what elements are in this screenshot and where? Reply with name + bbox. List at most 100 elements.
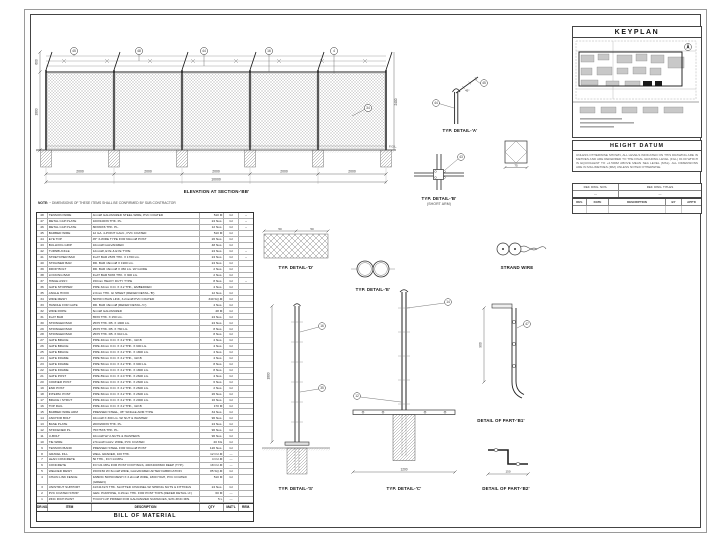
bom-cell-mat: GI <box>224 248 239 254</box>
bom-cell-desc: RD. BAR 16mmØ (REFER DETAIL-'C') <box>92 302 200 308</box>
bom-cell-no: 11 <box>37 433 48 439</box>
ref-header-row: REF. DWG. NOS. REF. DWG. TITLES <box>573 184 701 191</box>
bom-cell-no: 41 <box>37 254 48 260</box>
bom-cell-item: CONCRETE <box>48 463 92 468</box>
bom-cell-item: BARBED WIRE <box>48 230 92 236</box>
bom-cell-item: TENSION BAND <box>48 445 92 451</box>
bom-cell-rem <box>239 237 253 242</box>
bom-cell-qty: 34 Nos. <box>200 409 224 415</box>
dim-panel: 2000 <box>280 170 288 174</box>
bom-cell-qty: 8 Nos. <box>200 326 224 332</box>
table-row: 43 BULLDOG GRIP 10mmØ GALVANIZED 48 Nos.… <box>37 242 253 249</box>
bom-cell-rem <box>239 463 253 468</box>
bom-cell-rem <box>239 409 253 414</box>
bom-cell-rem <box>239 290 253 295</box>
bom-cell-mat: GI <box>224 474 239 485</box>
bom-cell-desc: 2.5mmØ GALV. WIRE, PVC COATED <box>92 439 200 445</box>
bom-cell-desc: 200X200X9 THK. PL. <box>92 421 200 427</box>
bom-cell-qty: 60 M <box>200 491 224 496</box>
bom-cell-item: BASE PLATE <box>48 421 92 427</box>
bom-cell-mat: GI <box>224 373 239 379</box>
bom-cell-no: 13 <box>37 421 48 427</box>
bom-cell-item: METAL CAP PLATE <box>48 224 92 230</box>
svg-text:50: 50 <box>310 227 314 231</box>
bom-cell-rem <box>239 404 253 409</box>
bom-cell-desc: GEN. PURPOSE, 0.15mm THK. FOR POST TOPS … <box>92 491 200 496</box>
svg-text:34: 34 <box>366 106 370 110</box>
table-row: 40 STRAINER BAR RD. BAR 16mmØ X 1900 LG.… <box>37 260 253 267</box>
table-row: 11 U-BOLT 10mmØ W/ 2-NUTS & WASHERS 96 N… <box>37 433 253 440</box>
bom-cell-item: GATE FRAME <box>48 367 92 373</box>
table-row: 48 TENSION WIRE 4mmØ GALVANIZED STEEL WI… <box>37 213 253 219</box>
bom-cell-desc: PIPE 60mm O.D. X 3.2 THK. X 2600 LG. <box>92 379 200 385</box>
table-row: 31 FLAT BAR 65X6 THK. X 150 LG. 24 Nos. … <box>37 314 253 321</box>
fgl-label: F.G.L. <box>389 145 397 149</box>
bom-cell-mat: GI <box>224 230 239 236</box>
bom-cell-mat: GI <box>224 391 239 397</box>
table-row: 44 EYE TOP 45° 3-WIRE TYPE FOR 60mmØ POS… <box>37 236 253 243</box>
keyplan-title: KEYPLAN <box>573 27 701 38</box>
bom-cell-qty: 8 Nos. <box>200 367 224 373</box>
bom-cell-desc: WELL GRADED, 100 THK. <box>92 451 200 457</box>
bom-cell-item: HANDLE FOR GATE <box>48 302 92 308</box>
svg-text:45: 45 <box>482 81 486 85</box>
bom-cell-mat: GI <box>224 397 239 403</box>
bom-cell-item: STRETCHER BAR <box>48 254 92 260</box>
table-row: 42 TURNBUCKLE 12mmØ, EYE & EYE TYPE 24 N… <box>37 248 253 255</box>
bom-cell-qty: 5 L <box>200 496 224 502</box>
bom-cell-rem <box>239 267 253 272</box>
bom-cell-mat: GI <box>224 290 239 296</box>
bom-cell-qty: 24 Nos. <box>200 254 224 260</box>
table-row: 14 ANCHOR BOLT 16mmØ X 300 LG. W/ NUT & … <box>37 415 253 422</box>
table-row: 20 CORNER POST PIPE 60mm O.D. X 3.2 THK.… <box>37 379 253 386</box>
bom-caption: BILL OF MATERIAL <box>113 513 177 520</box>
bom-cell-rem <box>239 338 253 343</box>
bom-cell-no: 14 <box>37 415 48 421</box>
bom-cell-rem <box>239 332 253 337</box>
bom-cell-desc: 4mmØ GALVANIZED STEEL WIRE, PVC COATED <box>92 213 200 218</box>
bom-cell-desc: 12mmØ, EYE & EYE TYPE <box>92 248 200 254</box>
strand-wire-caption: STRAND WIRE <box>500 265 534 270</box>
bom-cell-no: 21 <box>37 373 48 379</box>
bom-cell-desc: PIPE 40mm O.D. X 3.2 THK. X 900 LG. <box>92 343 200 349</box>
table-row: 35 ANGLE HOOK 2.0mm THK. GI SHEET (REFER… <box>37 290 253 297</box>
bom-cell-qty: 96 Nos. <box>200 415 224 421</box>
bom-cell-qty: 510 M <box>200 230 224 236</box>
bom-cell-desc: PIPE 40mm O.D. X 3.2 THK., GR.B <box>92 403 200 409</box>
bom-cell-desc: PIPE 40mm O.D. X 3.2 THK. X 2000 LG. <box>92 397 200 403</box>
table-row: 33 HANDLE FOR GATE RD. BAR 16mmØ (REFER … <box>37 302 253 309</box>
table-row: 34 WIRE MESH 50X50 CHAIN LINK, 3.2mmØ PV… <box>37 296 253 303</box>
bom-cell-rem <box>239 302 253 307</box>
bom-cell-no: 38 <box>37 272 48 278</box>
bom-cell-mat: GI <box>224 409 239 415</box>
bom-cell-mat: GI <box>224 427 239 433</box>
bom-cell-rem <box>239 296 253 301</box>
bom-cell-desc: 25X5 THK. FB. X 760 LG. <box>92 326 200 332</box>
sheet-outer-border <box>24 9 707 533</box>
bom-cell-no: 27 <box>37 338 48 343</box>
bom-cell-no: 1 <box>37 496 48 502</box>
bom-cell-mat: GI <box>224 439 239 445</box>
bom-cell-rem <box>239 344 253 349</box>
bom-cell-item: DROP BOLT <box>48 266 92 272</box>
svg-text:16: 16 <box>267 49 271 53</box>
bom-cell-desc: 10mmØ W/ 2-NUTS & WASHERS <box>92 433 200 439</box>
bom-cell-rem: ~ <box>245 249 247 254</box>
bom-cell-item: BRACE / STRUT <box>48 397 92 403</box>
detail-e-caption: TYP. DETAIL-'E' <box>355 287 391 292</box>
bom-cell-no: 40 <box>37 260 48 266</box>
bom-cell-desc: 2.0mm THK. GI SHEET (REFER DETAIL-'B') <box>92 290 200 296</box>
detail-b-drawing: 43 <box>414 153 465 190</box>
bom-cell-item: GATE BRACE <box>48 343 92 349</box>
bom-cell-qty: 4 Nos. <box>200 343 224 349</box>
bom-cell-qty: 4 Nos. <box>200 349 224 355</box>
bom-cell-mat: GI <box>224 433 239 439</box>
bom-cell-qty: 96 Nos. <box>200 433 224 439</box>
bom-cell-qty: 8 Nos. <box>200 278 224 284</box>
bom-cell-qty: 24 Nos. <box>200 314 224 320</box>
bom-cell-desc: FLAT BAR 25X5 THK. X 1760 LG. <box>92 254 200 260</box>
table-row: 4 CHAIN LINK FENCE FABRIC 50X50 MESH X 3… <box>37 474 253 486</box>
detail-c-drawing: 1200 14 12 <box>351 289 457 474</box>
